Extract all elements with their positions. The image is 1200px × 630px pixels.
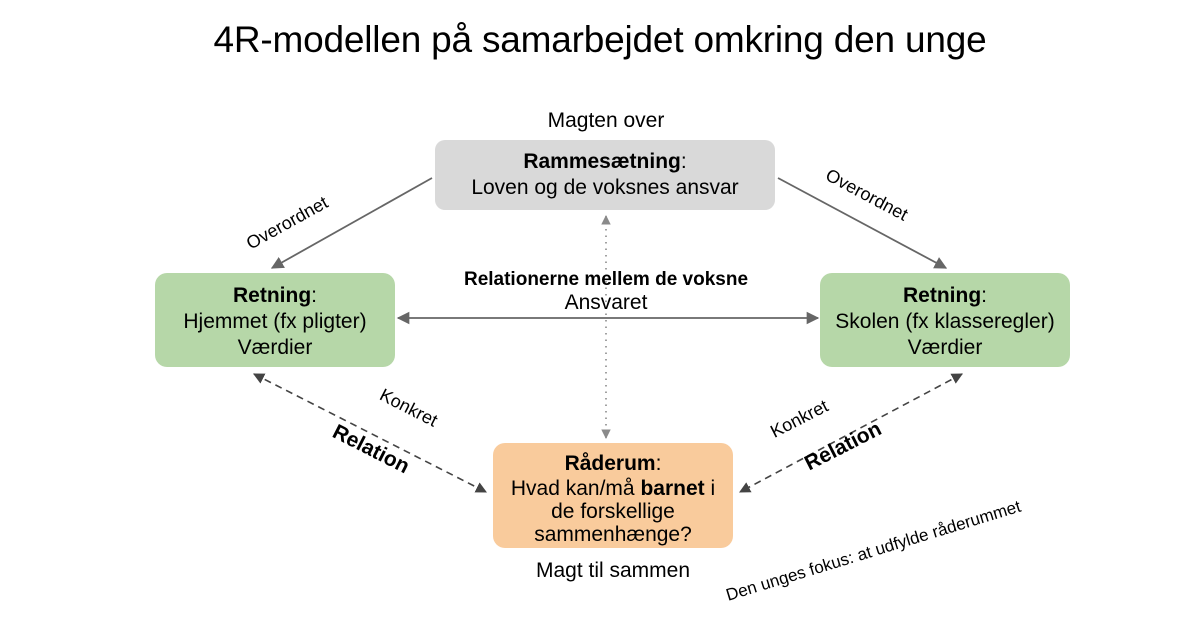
note-den-unges-fokus: Den unges fokus: at udfylde råderummet (724, 497, 1024, 605)
node-retning-hjemmet-line3: Værdier (238, 336, 313, 359)
edge-label-relation-left: Relation (329, 420, 413, 478)
edge-label-overordnet-right: Overordnet (822, 165, 911, 225)
page-title: 4R-modellen på samarbejdet omkring den u… (213, 19, 987, 60)
node-retning-skolen[interactable] (820, 273, 1070, 367)
center-label-relationerne: Relationerne mellem de voksne (464, 269, 748, 290)
node-retning-hjemmet-title: Retning: (233, 284, 317, 307)
node-raaderum[interactable] (493, 443, 733, 548)
node-rammesaetning-line2: Loven og de voksnes ansvar (471, 176, 738, 199)
edge-label-konkret-right: Konkret (767, 396, 831, 442)
edge-school-room (739, 373, 963, 493)
center-label-ansvaret: Ansvaret (565, 291, 648, 314)
node-retning-hjemmet[interactable] (155, 273, 395, 367)
caption-magten-over: Magten over (548, 109, 665, 132)
edge-frame-to-home (270, 177, 433, 269)
node-retning-skolen-title: Retning: (903, 284, 987, 307)
node-rammesaetning-title: Rammesætning: (523, 150, 686, 173)
node-rammesaetning[interactable] (435, 140, 775, 210)
node-raaderum-line3: de forskellige (551, 500, 675, 523)
edge-frame-to-school (777, 177, 948, 269)
node-retning-skolen-line2: Skolen (fx klasseregler) (835, 310, 1054, 333)
node-raaderum-line2: Hvad kan/må barnet i (511, 477, 715, 500)
edge-label-konkret-left: Konkret (377, 385, 441, 431)
edge-label-overordnet-left: Overordnet (243, 192, 331, 253)
edge-label-relation-right: Relation (801, 417, 885, 475)
node-raaderum-line4: sammenhænge? (534, 523, 692, 546)
node-retning-hjemmet-line2: Hjemmet (fx pligter) (183, 310, 366, 333)
edge-home-room (253, 373, 487, 493)
caption-magt-til-sammen: Magt til sammen (536, 559, 690, 582)
node-raaderum-title: Råderum: (565, 452, 662, 475)
node-retning-skolen-line3: Værdier (908, 336, 983, 359)
